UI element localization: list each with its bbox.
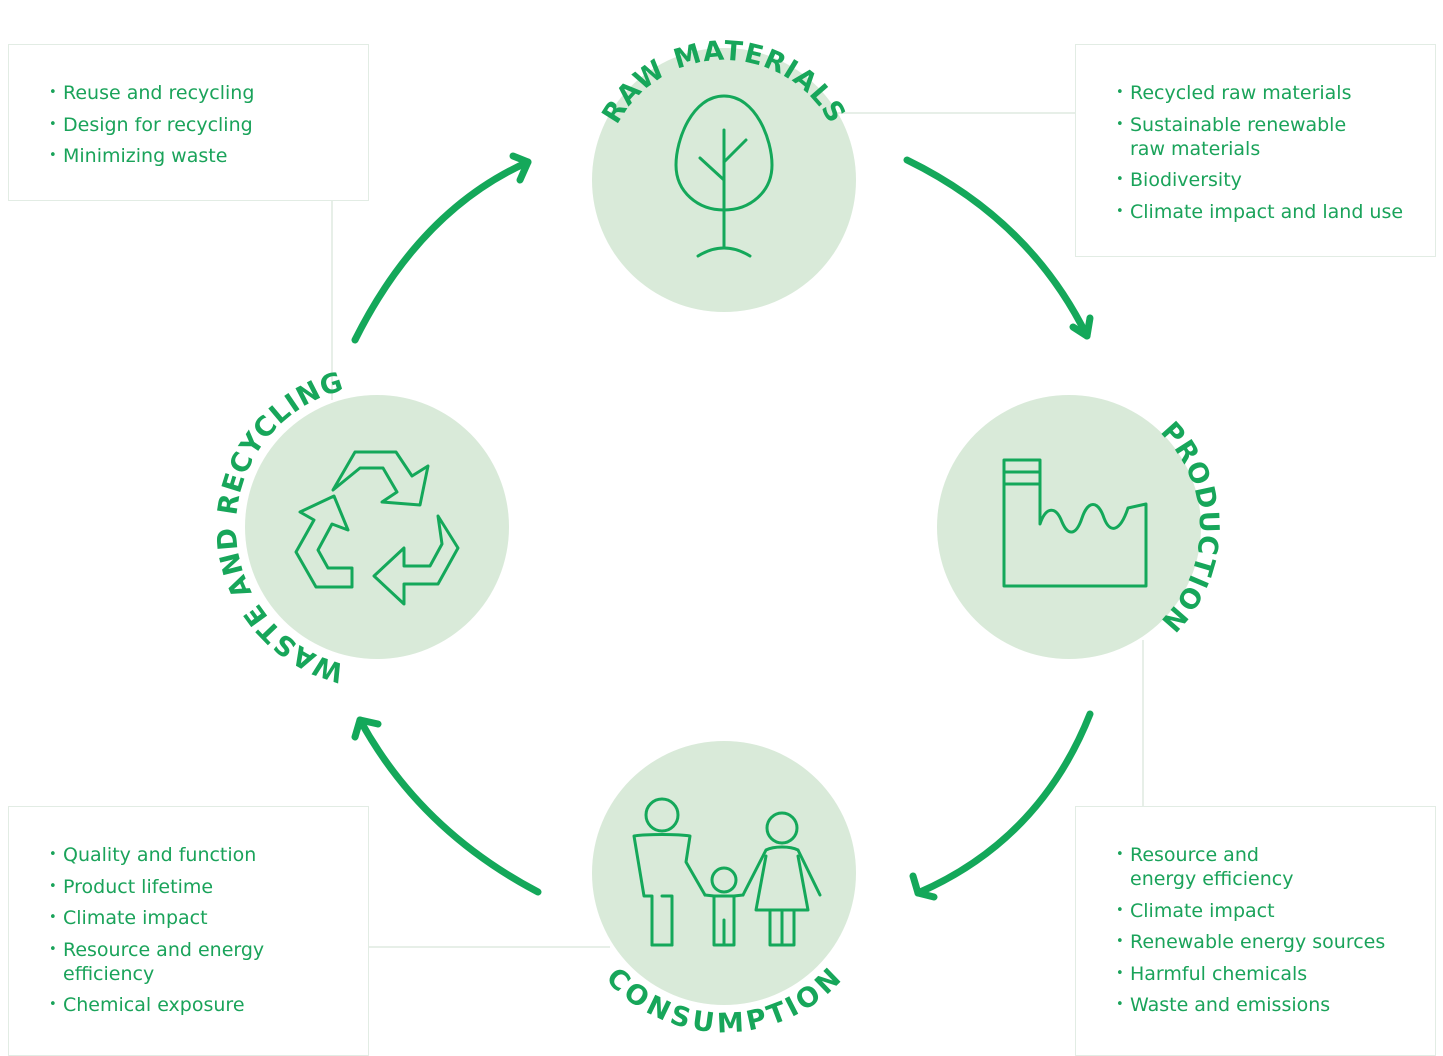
arrow-raw-to-production <box>903 156 1094 340</box>
arrow-consumption-to-waste <box>351 716 542 896</box>
topic-item: Minimizing waste <box>49 144 352 168</box>
consumption-circle <box>592 741 856 1005</box>
topic-item: Renewable energy sources <box>1116 930 1419 954</box>
topic-item: Resource and energy efficiency <box>1116 843 1419 891</box>
topic-item: Quality and function <box>49 843 352 867</box>
topic-item: Waste and emissions <box>1116 993 1419 1017</box>
connector-lines <box>331 112 1144 948</box>
arrow-waste-to-raw <box>351 152 532 344</box>
waste-recycling-circle <box>245 395 509 659</box>
factory-icon <box>1002 458 1148 588</box>
topic-item: Design for recycling <box>49 113 352 137</box>
arrow-production-to-consumption <box>909 710 1094 901</box>
raw-materials-topics-box: Recycled raw materials Sustainable renew… <box>1075 44 1436 257</box>
family-icon <box>632 797 822 947</box>
topic-list: Quality and function Product lifetime Cl… <box>49 843 352 1025</box>
consumption-topics-box: Quality and function Product lifetime Cl… <box>8 806 369 1056</box>
topic-item: Harmful chemicals <box>1116 962 1419 986</box>
topic-item: Resource and energy efficiency <box>49 938 352 986</box>
topic-item: Product lifetime <box>49 875 352 899</box>
topic-item: Reuse and recycling <box>49 81 352 105</box>
recycle-icon <box>294 450 460 606</box>
tree-icon <box>674 94 774 258</box>
topic-item: Climate impact <box>1116 899 1419 923</box>
waste-recycling-topics-box: Reuse and recycling Design for recycling… <box>8 44 369 201</box>
topic-list: Recycled raw materials Sustainable renew… <box>1116 81 1419 231</box>
topic-item: Chemical exposure <box>49 993 352 1017</box>
topic-item: Biodiversity <box>1116 168 1419 192</box>
topic-item: Sustainable renewable raw materials <box>1116 113 1419 161</box>
topic-item: Climate impact <box>49 906 352 930</box>
topic-list: Reuse and recycling Design for recycling… <box>49 81 352 176</box>
production-topics-box: Resource and energy efficiency Climate i… <box>1075 806 1436 1056</box>
topic-item: Climate impact and land use <box>1116 200 1419 224</box>
topic-item: Recycled raw materials <box>1116 81 1419 105</box>
topic-list: Resource and energy efficiency Climate i… <box>1116 843 1419 1025</box>
